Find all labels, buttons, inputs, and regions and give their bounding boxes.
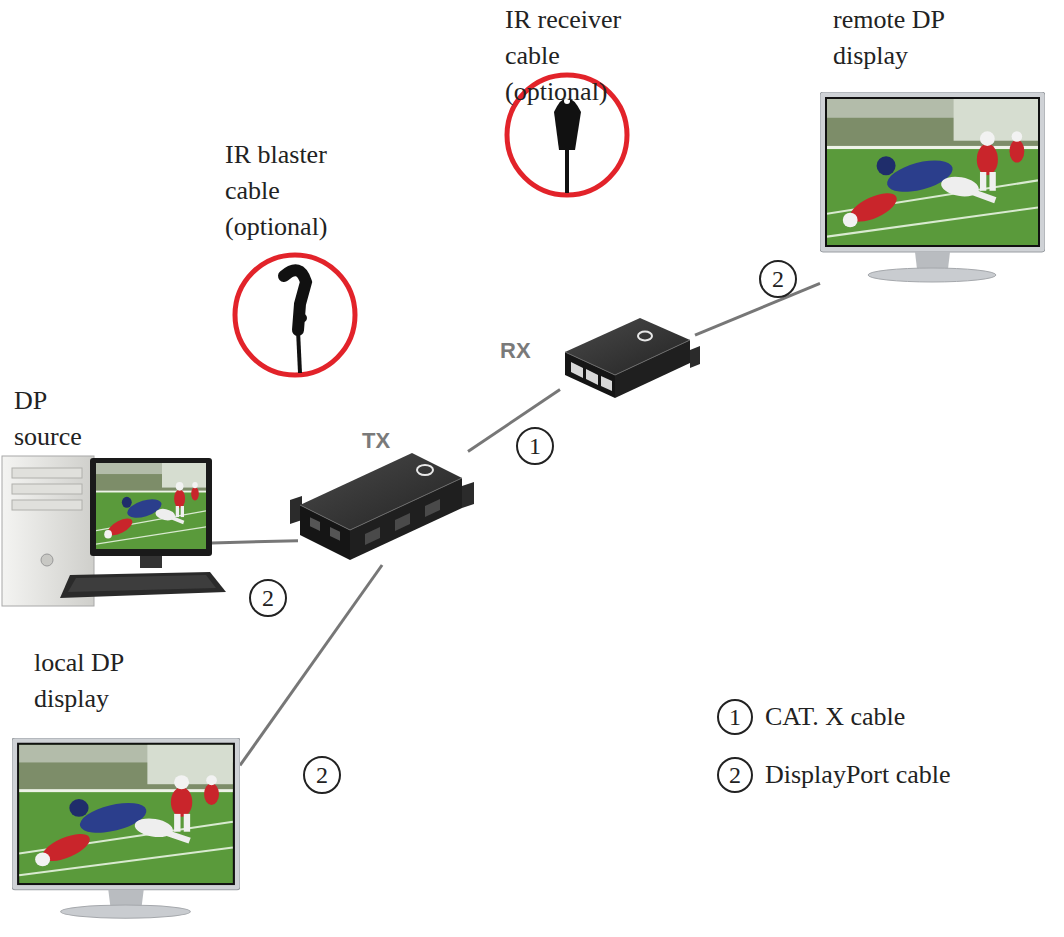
device-node: remote DP display xyxy=(820,92,1045,287)
callout-number: 2 xyxy=(249,579,287,617)
callout-number: 2 xyxy=(718,758,752,792)
cable-connector xyxy=(240,565,382,765)
legend-text: DisplayPort cable xyxy=(765,758,951,792)
device-node: TX xyxy=(298,445,468,565)
device-node: IR blaster cable (optional) xyxy=(233,253,358,378)
cable-connector xyxy=(695,283,820,335)
device-label: IR receiver cable (optional) xyxy=(505,2,655,110)
device-label: local DP display xyxy=(34,645,174,717)
computer-illustration xyxy=(2,456,226,606)
device-label: IR blaster cable (optional) xyxy=(225,137,375,245)
cable-connector xyxy=(212,541,298,543)
monitor-illustration xyxy=(820,92,1045,282)
device-node: local DP display xyxy=(12,738,240,923)
device-tag: RX xyxy=(500,338,531,364)
callout-number: 2 xyxy=(759,260,797,298)
device-label: remote DP display xyxy=(833,2,993,74)
device-node: DP source xyxy=(0,450,212,610)
device-label: DP source xyxy=(14,383,114,455)
device-node: IR receiver cable (optional) xyxy=(505,73,630,198)
legend-circle xyxy=(718,758,752,792)
legend-circle xyxy=(718,700,752,734)
device-tag: TX xyxy=(362,428,390,454)
receiver-illustration xyxy=(565,318,700,398)
transmitter-illustration xyxy=(290,453,474,560)
ir-blaster-icon xyxy=(235,255,355,375)
callout-number: 2 xyxy=(303,756,341,794)
legend-text: CAT. X cable xyxy=(765,700,905,734)
device-node: RX xyxy=(560,305,695,400)
monitor-illustration xyxy=(12,738,240,918)
callout-number: 1 xyxy=(516,427,554,465)
callout-number: 1 xyxy=(718,700,752,734)
